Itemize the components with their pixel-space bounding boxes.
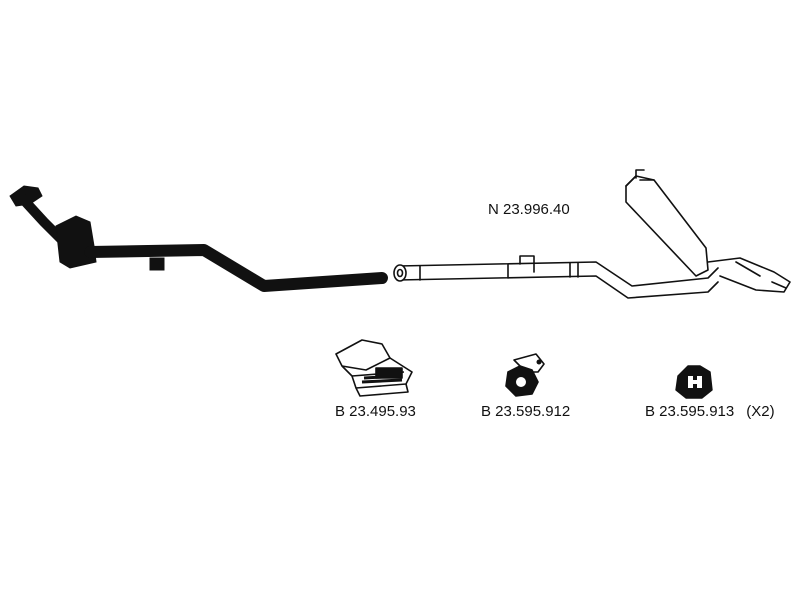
part-c-number: B 23.595.913 (645, 403, 735, 420)
front-pipe-icon (9, 185, 388, 292)
rear-section-icon (393, 169, 791, 299)
part-b-icon (505, 353, 545, 397)
part-b-number: B 23.595.912 (481, 403, 571, 420)
part-a-number: B 23.495.93 (335, 403, 416, 420)
part-c-icon (675, 365, 713, 399)
part-a-icon (335, 339, 413, 397)
part-c-caption: B 23.595.913 (X2) (645, 404, 775, 419)
rear-section-part-number: N 23.996.40 (488, 201, 570, 218)
part-c-quantity: (X2) (746, 403, 775, 420)
